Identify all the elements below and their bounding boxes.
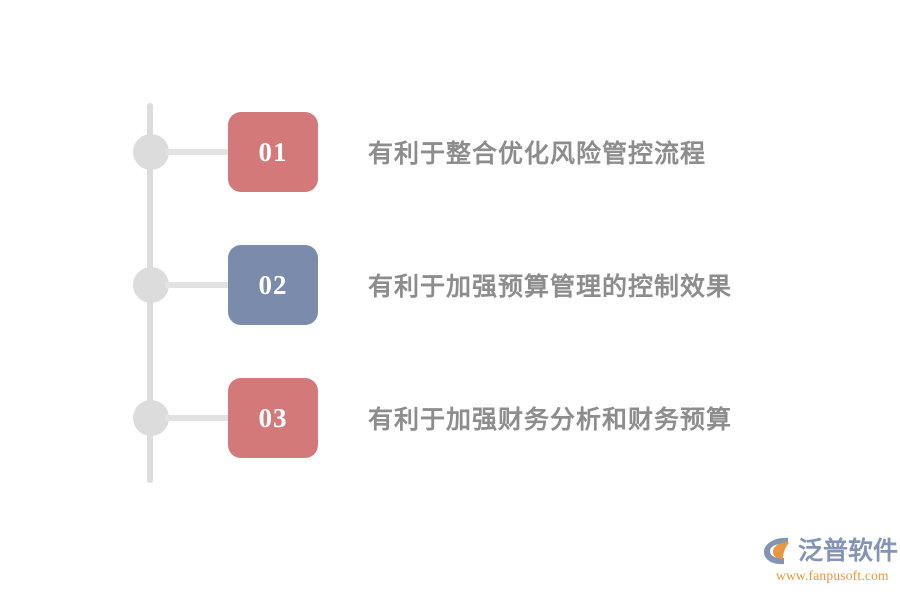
fanpu-swoosh-logo-icon [764, 537, 789, 565]
timeline-connector-3 [165, 415, 231, 421]
badge-number-label-02: 02 [258, 269, 288, 300]
timeline-item-01: 01 有利于整合优化风险管控流程 [0, 112, 900, 192]
timeline-connector-2 [165, 282, 231, 288]
number-badge-02: 02 [228, 245, 318, 325]
timeline-item-text-01: 有利于整合优化风险管控流程 [368, 140, 707, 168]
timeline-node-dot-3 [133, 400, 169, 436]
timeline-node-dot-1 [133, 134, 169, 170]
badge-number-label-01: 01 [258, 136, 288, 167]
timeline-node-dot-2 [133, 267, 169, 303]
number-badge-03: 03 [228, 378, 318, 458]
logo-url-text: www.fanpusoft.com [776, 568, 889, 583]
timeline-connector-1 [165, 149, 231, 155]
logo-lockup: 泛普软件 [762, 536, 898, 566]
timeline-item-02: 02 有利于加强预算管理的控制效果 [0, 245, 900, 325]
logo-wordmark: 泛普软件 [798, 537, 899, 565]
badge-number-label-03: 03 [258, 402, 288, 433]
timeline-item-text-02: 有利于加强预算管理的控制效果 [368, 273, 733, 301]
timeline-item-text-03: 有利于加强财务分析和财务预算 [368, 406, 733, 434]
number-badge-01: 01 [228, 112, 318, 192]
brand-logo: 泛普软件 www.fanpusoft.com [762, 536, 898, 590]
timeline-item-03: 03 有利于加强财务分析和财务预算 [0, 378, 900, 458]
